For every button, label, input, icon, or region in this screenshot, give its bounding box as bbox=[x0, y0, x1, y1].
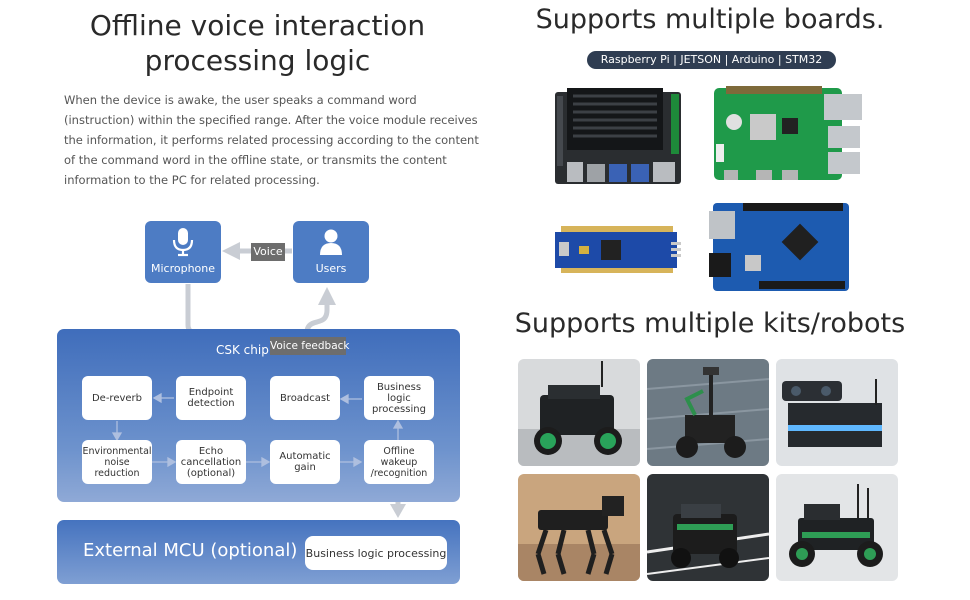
chip-to-users-line bbox=[304, 304, 330, 372]
external-mcu-label: External MCU (optional) bbox=[83, 540, 298, 561]
robot-photo-3 bbox=[776, 359, 898, 466]
user-icon bbox=[320, 229, 342, 255]
node-environmental-noise-reduction: Environmental noise reduction bbox=[82, 440, 152, 484]
robot-photo-6 bbox=[776, 474, 898, 581]
users-label: Users bbox=[315, 262, 347, 275]
voice-arrowhead bbox=[222, 242, 240, 260]
csk-chip-label: CSK chip bbox=[216, 343, 269, 357]
jetson-board-image bbox=[555, 88, 681, 184]
stm32-board-image bbox=[555, 226, 681, 273]
voice-tag: Voice bbox=[251, 243, 285, 261]
node-echo-cancellation: Echo cancellation (optional) bbox=[176, 440, 246, 484]
robot-photo-5 bbox=[647, 474, 769, 581]
left-title-line1: Offline voice interaction bbox=[89, 9, 426, 42]
robot-photo-1 bbox=[518, 359, 640, 466]
node-broadcast: Broadcast bbox=[270, 376, 340, 420]
microphone-label: Microphone bbox=[150, 262, 216, 275]
kits-title: Supports multiple kits/robots bbox=[514, 308, 906, 339]
microphone-box: Microphone bbox=[145, 221, 221, 283]
mcu-business-logic-box: Business logic processing bbox=[305, 536, 447, 570]
node-offline-wakeup: Offline wakeup /recognition bbox=[364, 440, 434, 484]
robot-photo-2 bbox=[647, 359, 769, 466]
users-arrowhead bbox=[318, 287, 336, 305]
arduino-board-image bbox=[709, 203, 849, 291]
left-title: Offline voice interaction processing log… bbox=[60, 8, 455, 78]
description-text: When the device is awake, the user speak… bbox=[64, 93, 479, 187]
boards-pill: Raspberry Pi | JETSON | Arduino | STM32 bbox=[587, 51, 836, 69]
microphone-icon bbox=[172, 228, 194, 257]
boards-title: Supports multiple boards. bbox=[535, 4, 885, 35]
users-box: Users bbox=[293, 221, 369, 283]
node-endpoint-detection: Endpoint detection bbox=[176, 376, 246, 420]
mcu-arrowhead bbox=[390, 504, 406, 518]
voice-feedback-tag: Voice feedback bbox=[270, 337, 350, 355]
node-automatic-gain: Automatic gain bbox=[270, 440, 340, 484]
left-title-line2: processing logic bbox=[144, 44, 371, 77]
node-business-logic: Business logic processing bbox=[364, 376, 434, 420]
node-de-reverb: De-reverb bbox=[82, 376, 152, 420]
raspberry-pi-board-image bbox=[714, 86, 862, 180]
robot-photo-4 bbox=[518, 474, 640, 581]
